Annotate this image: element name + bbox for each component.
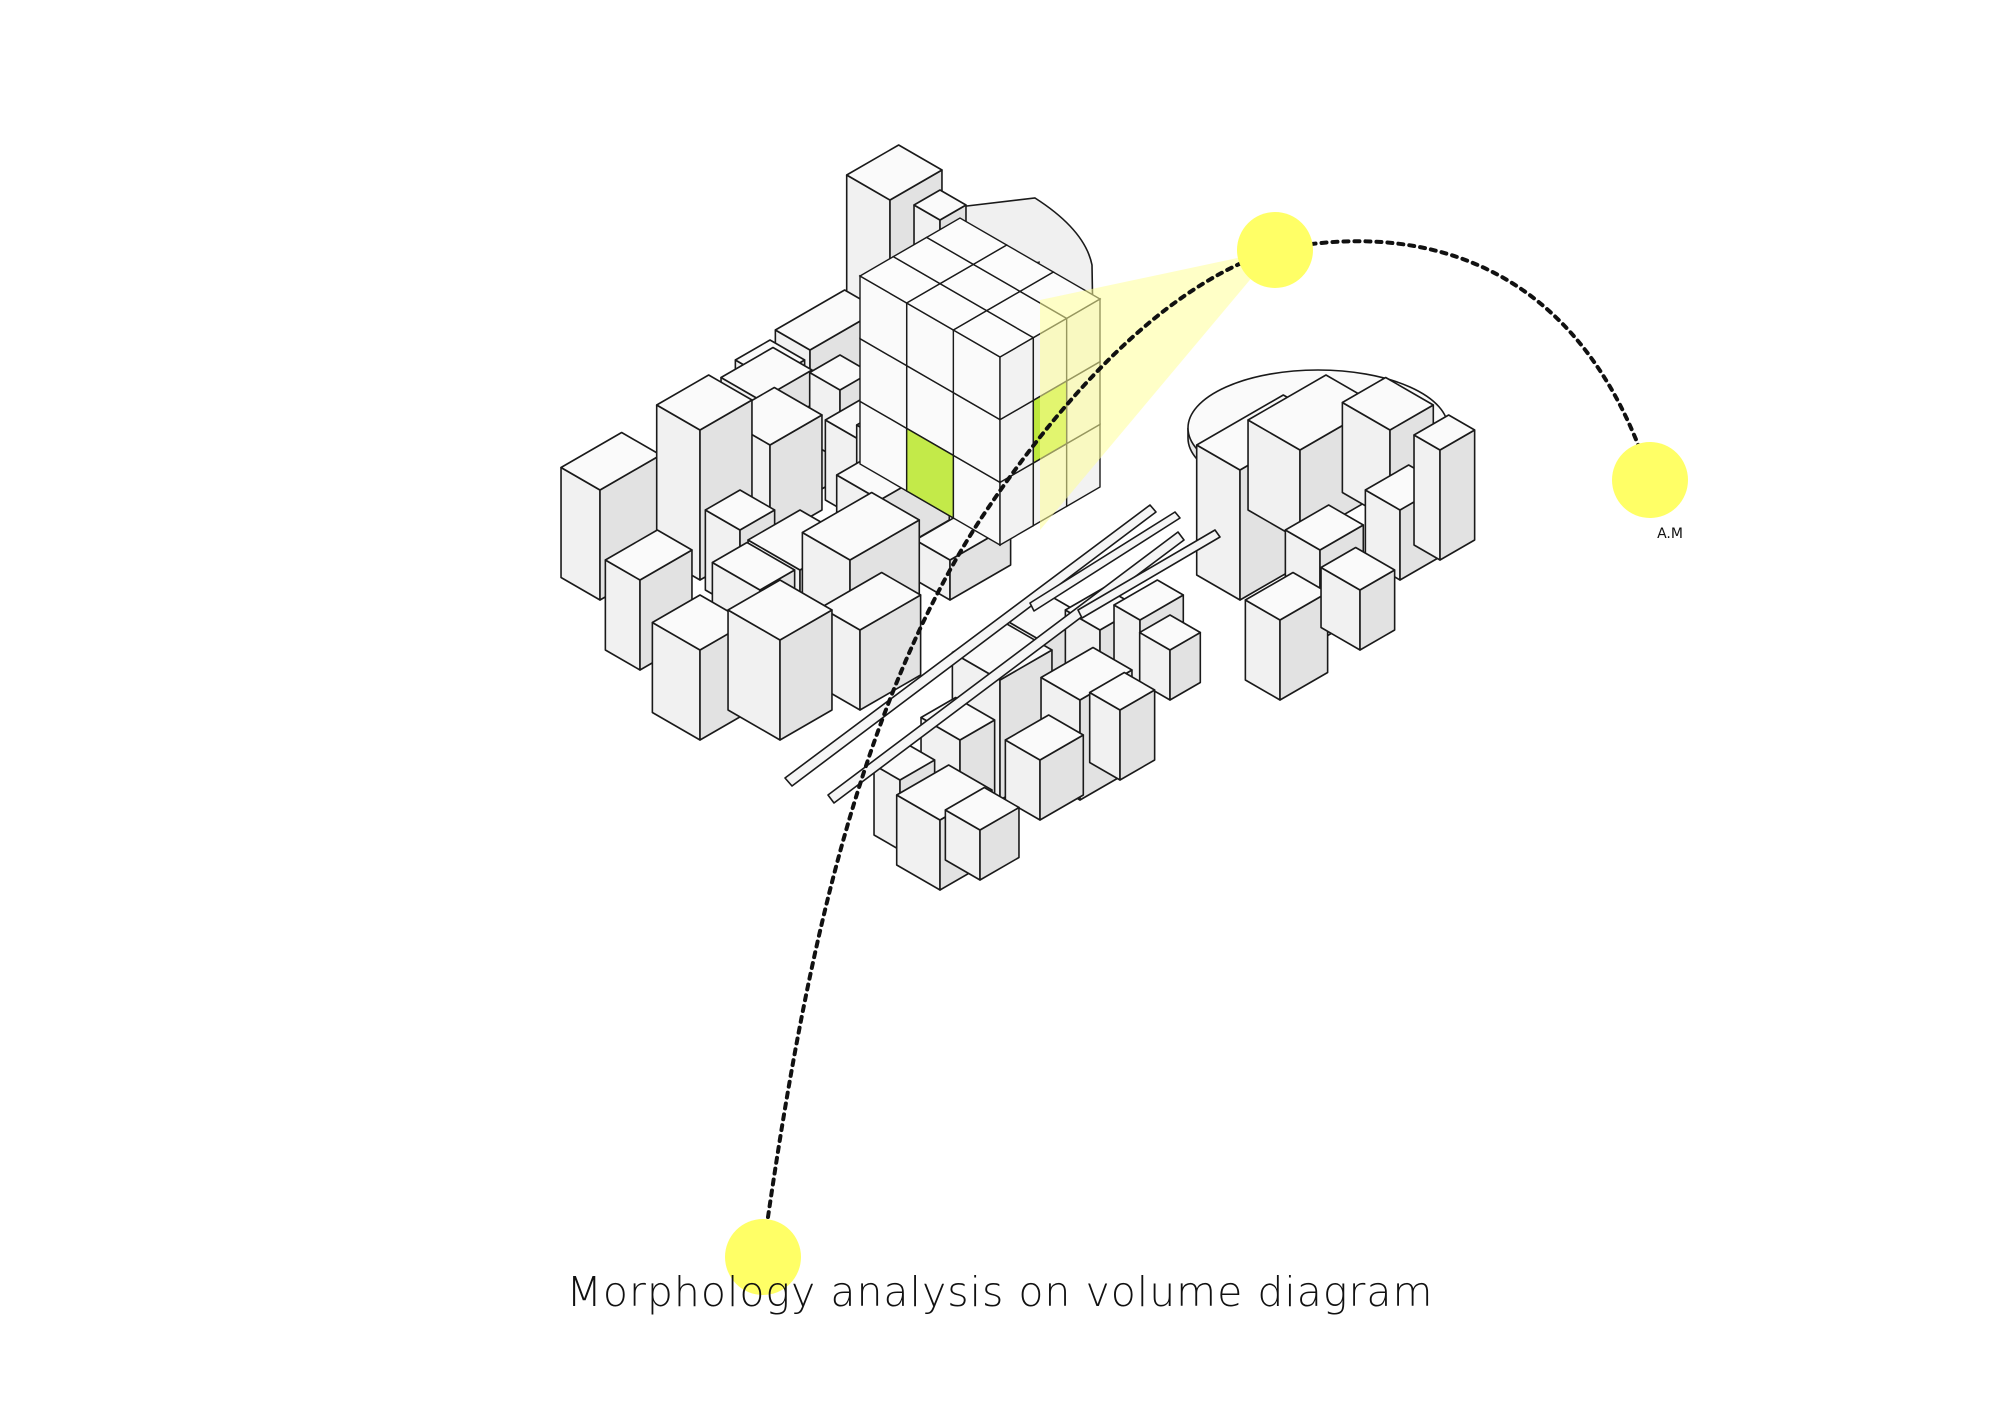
building-face bbox=[1113, 579, 1185, 621]
building-face bbox=[711, 541, 796, 591]
sun-evening bbox=[725, 1219, 801, 1295]
sun-label-am: A.M bbox=[1657, 526, 1683, 542]
building-face bbox=[604, 529, 693, 581]
building-face bbox=[560, 431, 662, 491]
building-face bbox=[1341, 376, 1435, 431]
road-strip bbox=[1077, 529, 1221, 619]
sun-path-arc bbox=[766, 239, 1652, 1219]
building-face bbox=[1413, 414, 1476, 451]
building-face bbox=[1284, 504, 1365, 551]
sun-morning bbox=[1612, 442, 1688, 518]
building-face bbox=[845, 144, 943, 201]
building-face bbox=[655, 374, 753, 431]
building-face bbox=[820, 571, 922, 631]
building-face bbox=[727, 579, 833, 641]
building-face bbox=[1088, 671, 1156, 711]
building-face bbox=[1195, 444, 1241, 601]
building-face bbox=[1439, 429, 1476, 561]
sun-noon bbox=[1237, 212, 1313, 288]
building-face bbox=[1004, 714, 1085, 761]
building-face bbox=[944, 786, 1020, 831]
light-cone bbox=[1040, 250, 1275, 530]
building-face bbox=[704, 489, 776, 531]
diagram-caption: Morphology analysis on volume diagram bbox=[566, 1268, 1434, 1316]
cube-cell-top bbox=[925, 217, 1009, 266]
cube-cell-highlight bbox=[905, 427, 955, 520]
building-face bbox=[1138, 614, 1202, 651]
building-face bbox=[774, 289, 881, 351]
road-strip bbox=[1029, 511, 1181, 612]
building-face bbox=[801, 491, 921, 561]
building-face bbox=[1244, 571, 1329, 621]
building-face bbox=[1320, 546, 1396, 591]
building-face bbox=[913, 189, 967, 221]
building-face bbox=[1413, 434, 1441, 561]
road-strip bbox=[784, 504, 1157, 787]
building-face bbox=[720, 346, 813, 401]
